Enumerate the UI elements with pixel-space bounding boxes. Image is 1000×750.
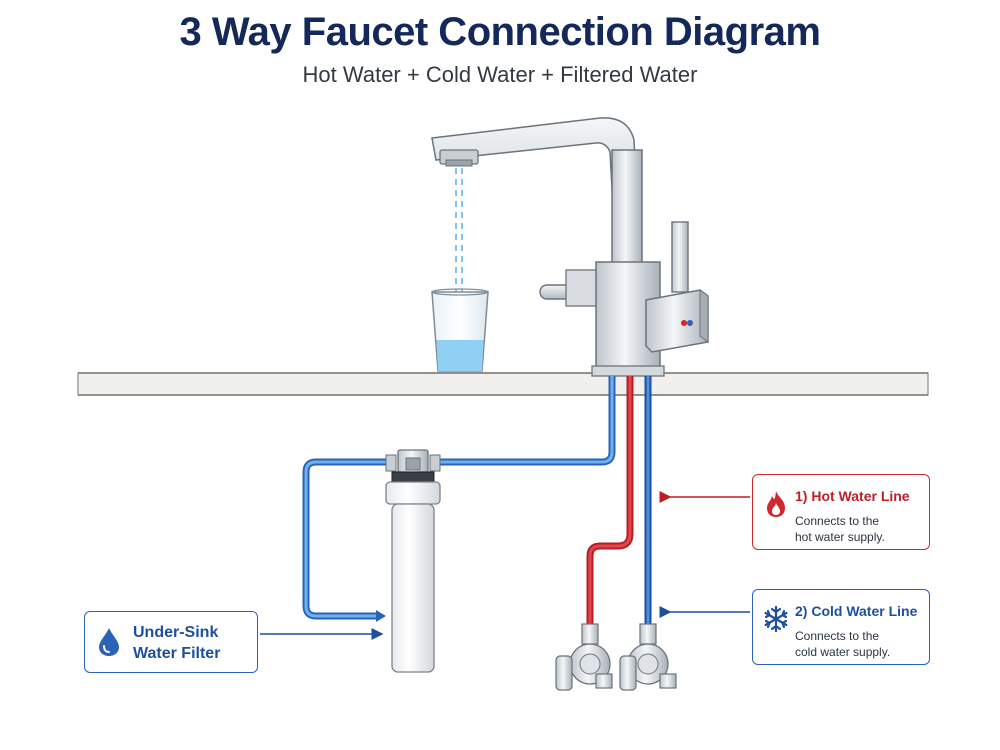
faucet [431, 117, 709, 377]
drinking-glass [431, 288, 489, 372]
hot-water-description: Connects to the hot water supply. [795, 513, 925, 545]
filtered-water-pipe [302, 376, 616, 622]
filter-callout: Under-Sink Water Filter [84, 611, 258, 673]
filter-label: Under-Sink Water Filter [133, 622, 253, 664]
cold-water-description: Connects to the cold water supply. [795, 628, 925, 660]
snowflake-icon [764, 605, 788, 633]
cold-shutoff-valve [619, 623, 677, 691]
cold-water-desc-line2: cold water supply. [795, 645, 891, 659]
hot-water-desc-line1: Connects to the [795, 514, 880, 528]
filter-label-line1: Under-Sink [133, 624, 219, 641]
hot-water-callout: 1) Hot Water Line Connects to the hot wa… [752, 474, 930, 550]
hot-water-pipe [586, 376, 634, 624]
water-drop-icon [99, 628, 119, 656]
under-sink-filter [385, 449, 441, 673]
page-subtitle: Hot Water + Cold Water + Filtered Water [302, 62, 698, 87]
hot-shutoff-valve [555, 623, 613, 691]
hot-water-desc-line2: hot water supply. [795, 530, 885, 544]
cold-water-callout: 2) Cold Water Line Connects to the cold … [752, 589, 930, 665]
cold-water-heading: 2) Cold Water Line [795, 603, 918, 619]
page-title: 3 Way Faucet Connection Diagram [179, 10, 821, 54]
hot-water-heading: 1) Hot Water Line [795, 488, 910, 504]
cold-water-desc-line1: Connects to the [795, 629, 880, 643]
countertop [77, 372, 929, 396]
flame-icon [767, 491, 785, 517]
filter-label-line2: Water Filter [133, 645, 221, 662]
